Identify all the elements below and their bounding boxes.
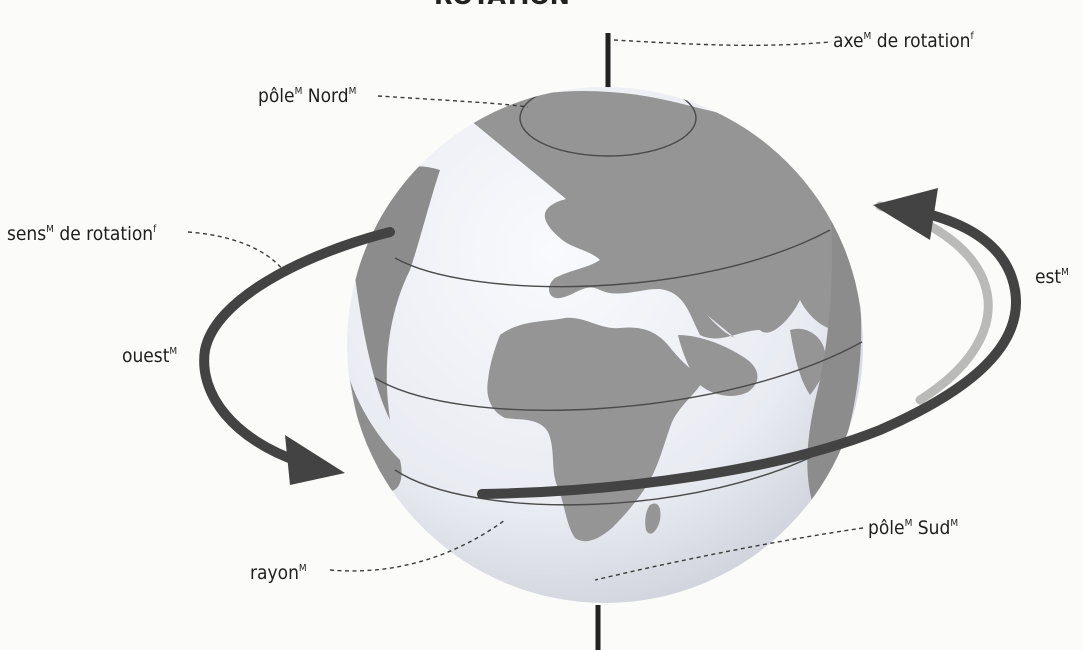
label-north-pole: pôleM NordM: [258, 85, 356, 107]
rotation-arrowhead-east: [873, 188, 938, 240]
globe: [347, 80, 863, 603]
header-fragment: ROTATION: [434, 0, 570, 10]
north-leader: [378, 96, 528, 107]
axis-leader: [614, 40, 830, 45]
rotation-arrowhead-west: [285, 435, 345, 485]
label-west: ouestM: [122, 345, 177, 367]
label-south-pole: pôleM SudM: [868, 517, 958, 539]
label-direction-of-rotation: sensM de rotationf: [7, 223, 157, 245]
label-axis-of-rotation: axeM de rotationf: [833, 30, 975, 52]
label-radius: rayonM: [250, 562, 307, 584]
label-east: estM: [1035, 266, 1069, 288]
direction-leader: [188, 232, 283, 270]
